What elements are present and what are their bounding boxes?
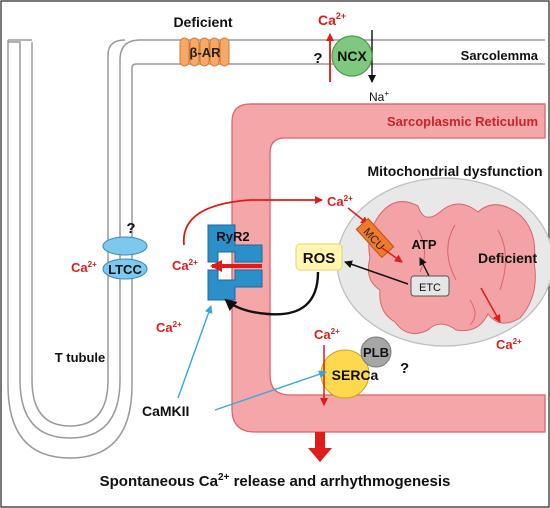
beta-ar-receptor (179, 37, 230, 67)
etc-label: ETC (419, 282, 441, 294)
na-label: Na+ (369, 89, 389, 104)
camkii-to-serca-arrow (214, 370, 327, 411)
mito-ca-out-label: Ca2+ (496, 337, 522, 352)
beta-ar-label: β-AR (189, 45, 221, 60)
deficient-top-label: Deficient (173, 14, 232, 30)
atp-label: ATP (411, 237, 436, 252)
camkii-label: CaMKII (142, 403, 189, 419)
ryr2-label: RyR2 (216, 229, 249, 244)
ltcc-lower (102, 258, 148, 280)
serca-ca-label: Ca2+ (314, 327, 340, 342)
etc-to-atp-arrow (419, 257, 431, 279)
ros-to-ryr2-arrow (224, 271, 320, 316)
camkii-to-ryr2-arrow (177, 305, 213, 399)
sr-label: Sarcoplasmic Reticulum (387, 114, 538, 129)
ca-to-mito-arrow (182, 196, 323, 246)
etc-to-ros-arrow (344, 260, 409, 285)
mito-ca-out-arrow (480, 287, 501, 323)
ncx-ca-label: Ca2+ (318, 11, 346, 28)
tubule-inner-line (31, 39, 126, 427)
mito-cristae (367, 201, 536, 335)
ncx-exchanger (331, 35, 373, 77)
ltcc-question: ? (126, 220, 135, 237)
ryr2-ca-label: Ca2+ (172, 258, 198, 273)
sarcolemma-label: Sarcolemma (461, 48, 539, 63)
cytosol-ca-label: Ca2+ (156, 320, 182, 335)
sarcoplasmic-reticulum (231, 103, 546, 433)
sarcolemma-outer-line (8, 39, 545, 439)
ncx-question: ? (313, 50, 322, 67)
t-tubule-label: T tubule (55, 350, 106, 365)
tubule-outer-line (7, 40, 545, 459)
ros-label: ROS (303, 250, 336, 267)
ltcc-upper (102, 236, 148, 256)
etc-box (410, 275, 450, 297)
ltcc-label: LTCC (108, 262, 142, 277)
outcome-label: Spontaneous Ca2+ release and arrhythmoge… (100, 472, 451, 490)
serca-label: SERCa (332, 367, 379, 383)
ltcc-ca-label: Ca2+ (71, 260, 97, 275)
mito-ca-in-label: Ca2+ (327, 194, 353, 209)
plb-protein (360, 336, 392, 368)
mito-dysfunction-label: Mitochondrial dysfunction (368, 163, 543, 179)
plb-label: PLB (363, 345, 389, 360)
ncx-label: NCX (337, 48, 367, 64)
outcome-arrow-head (308, 448, 332, 462)
serca-question: ? (400, 360, 409, 377)
mcu-ca-arrow (381, 247, 403, 263)
mitochondrion (336, 177, 550, 347)
outcome-arrow-shaft (315, 432, 325, 448)
mito-deficient-label: Deficient (478, 250, 537, 266)
ros-box (295, 243, 343, 271)
